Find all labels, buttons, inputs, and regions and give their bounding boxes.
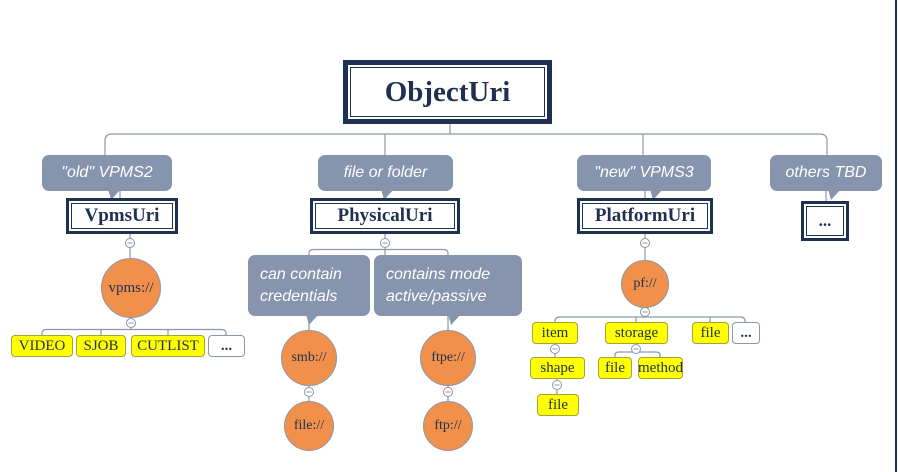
callout-tail <box>381 189 394 200</box>
root-node-objecturi[interactable]: ObjectUri <box>343 60 552 124</box>
collapse-icon[interactable] <box>640 238 650 248</box>
scheme-pf-label: pf:// <box>633 276 657 291</box>
leaf-shape-file[interactable]: file <box>537 394 579 416</box>
scheme-circle-ftp[interactable]: ftp:// <box>423 401 473 451</box>
collapse-icon[interactable] <box>380 238 390 248</box>
callout-old-vpms2-label: "old" VPMS2 <box>61 164 153 181</box>
note-mode-label: contains mode active/passive <box>386 265 491 305</box>
node-vpmsuri[interactable]: VpmsUri <box>66 198 178 234</box>
leaf-item[interactable]: item <box>532 322 578 344</box>
leaf-cutlist[interactable]: CUTLIST <box>131 335 205 357</box>
note-contains-mode[interactable]: contains mode active/passive <box>374 255 522 316</box>
leaf-video[interactable]: VIDEO <box>11 335 73 357</box>
leaf-video-label: VIDEO <box>18 337 66 354</box>
collapse-icon[interactable] <box>126 318 136 328</box>
scheme-circle-pf[interactable]: pf:// <box>621 260 669 308</box>
callout-file-or-folder[interactable]: file or folder <box>318 155 453 191</box>
scheme-circle-file[interactable]: file:// <box>284 401 334 451</box>
note-tail <box>306 314 319 325</box>
leaf-file-label: file <box>700 324 721 341</box>
node-others-tbd[interactable]: ... <box>801 201 849 241</box>
collapse-icons <box>125 238 650 397</box>
node-platformuri-label: PlatformUri <box>594 205 696 226</box>
leaf-item-label: item <box>541 324 569 341</box>
leaf-shape[interactable]: shape <box>530 357 585 379</box>
callout-old-vpms2[interactable]: "old" VPMS2 <box>42 155 172 191</box>
callout-others-tbd-label: others TBD <box>785 164 867 181</box>
leaf-more-vpms[interactable]: ... <box>208 335 245 357</box>
callout-tail <box>828 189 841 200</box>
callout-new-vpms3[interactable]: "new" VPMS3 <box>577 155 711 191</box>
callout-tail <box>108 189 121 200</box>
slide-right-border <box>895 0 897 472</box>
leaf-shape-file-label: file <box>548 396 568 413</box>
leaf-storage-file-label: file <box>605 359 625 376</box>
leaf-method-label: method <box>638 359 683 376</box>
callout-new-vpms3-label: "new" VPMS3 <box>594 164 694 181</box>
leaf-more-platform[interactable]: ... <box>732 322 760 344</box>
collapse-icon[interactable] <box>631 344 641 354</box>
scheme-vpms-label: vpms:// <box>108 279 154 296</box>
node-vpmsuri-label: VpmsUri <box>84 205 160 226</box>
node-physicaluri[interactable]: PhysicalUri <box>310 198 460 234</box>
leaf-file[interactable]: file <box>692 322 729 344</box>
leaf-sjob[interactable]: SJOB <box>76 335 126 357</box>
scheme-smb-label: smb:// <box>291 350 327 365</box>
scheme-ftp-label: ftp:// <box>434 418 462 433</box>
collapse-icon[interactable] <box>640 307 650 317</box>
leaf-sjob-label: SJOB <box>83 337 119 354</box>
scheme-circle-smb[interactable]: smb:// <box>281 330 337 386</box>
collapse-icon[interactable] <box>443 387 453 397</box>
root-node-label: ObjectUri <box>384 75 511 108</box>
leaf-more-label: ... <box>740 324 752 341</box>
collapse-icon[interactable] <box>125 238 135 248</box>
scheme-ftpe-label: ftpe:// <box>431 350 465 365</box>
note-tail <box>448 314 461 325</box>
callout-others-tbd[interactable]: others TBD <box>770 155 882 191</box>
scheme-file-label: file:// <box>293 418 325 433</box>
collapse-icon[interactable] <box>550 344 560 354</box>
leaf-cutlist-label: CUTLIST <box>137 337 199 354</box>
note-can-contain-credentials[interactable]: can contain credentials <box>248 255 370 316</box>
leaf-storage[interactable]: storage <box>605 322 668 344</box>
note-credentials-label: can contain credentials <box>260 265 342 305</box>
collapse-icon[interactable] <box>304 387 314 397</box>
leaf-shape-label: shape <box>540 359 575 376</box>
node-platformuri[interactable]: PlatformUri <box>577 198 713 234</box>
node-physicaluri-label: PhysicalUri <box>337 205 433 226</box>
leaf-storage-file[interactable]: file <box>598 357 632 379</box>
callout-tail <box>650 189 663 200</box>
callout-file-or-folder-label: file or folder <box>343 164 428 181</box>
collapse-icon[interactable] <box>552 380 562 390</box>
leaf-more-label: ... <box>220 337 233 354</box>
scheme-circle-ftpe[interactable]: ftpe:// <box>420 330 476 386</box>
leaf-storage-label: storage <box>614 324 659 341</box>
node-others-label: ... <box>818 211 832 230</box>
leaf-method[interactable]: method <box>638 357 683 379</box>
scheme-circle-vpms[interactable]: vpms:// <box>101 258 161 318</box>
